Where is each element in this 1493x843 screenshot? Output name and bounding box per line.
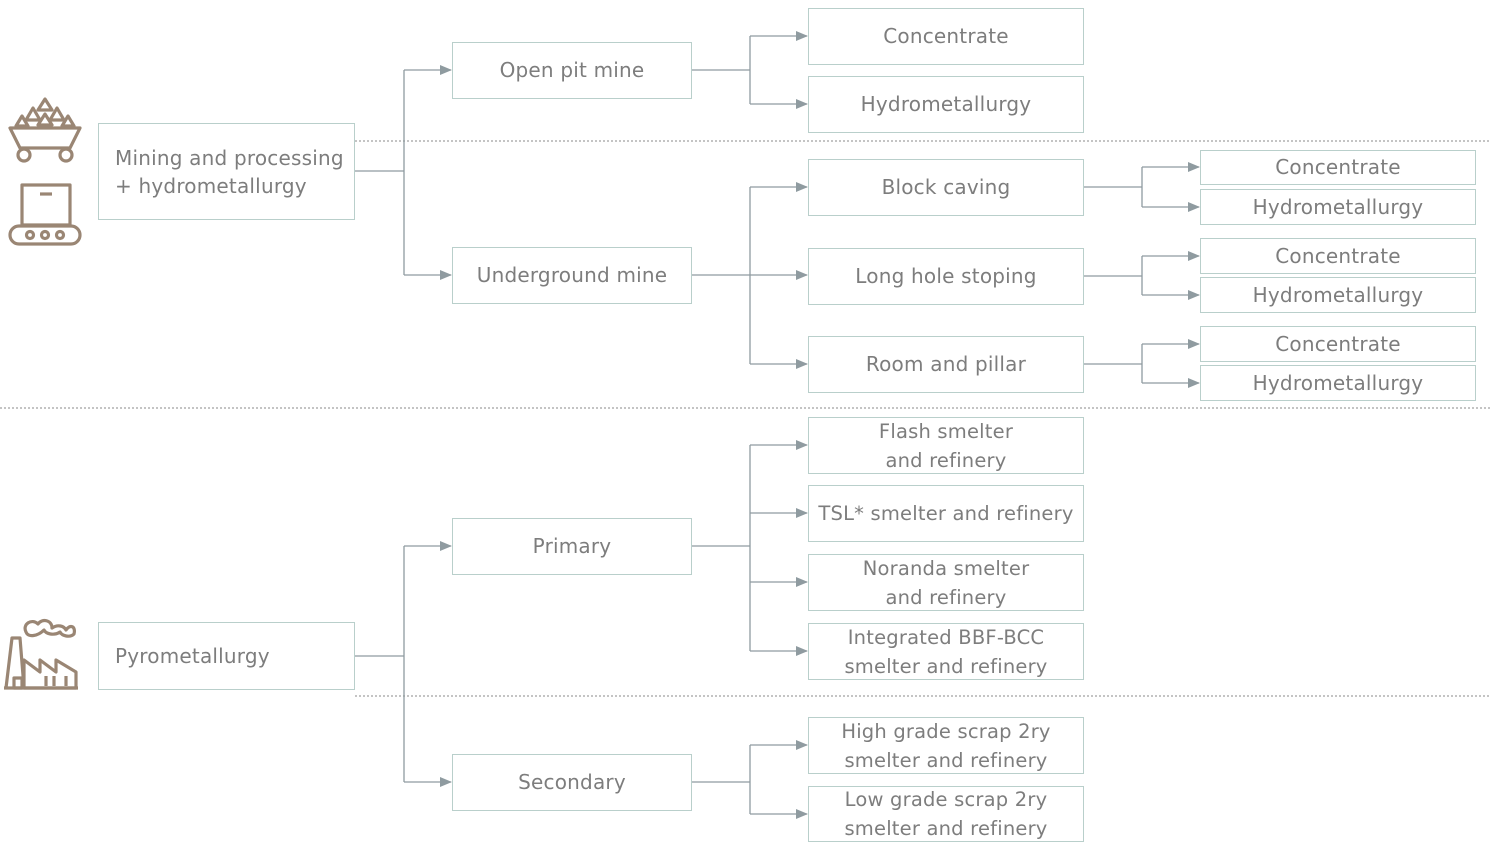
noranda-smelter-box: Noranda smelter and refinery (808, 554, 1084, 611)
concentrate-box: Concentrate (808, 8, 1084, 65)
concentrate-box: Concentrate (1200, 238, 1476, 274)
box-label: Hydrometallurgy (1252, 370, 1424, 395)
box-label: Noranda smelter and refinery (862, 556, 1030, 609)
mining-processing-box: Mining and processing + hydrometallurgy (98, 123, 355, 220)
open-pit-mine-box: Open pit mine (452, 42, 692, 99)
primary-box: Primary (452, 518, 692, 575)
box-label: TSL* smelter and refinery (818, 502, 1074, 525)
box-label: Hydrometallurgy (1252, 282, 1424, 307)
pyrometallurgy-box: Pyrometallurgy (98, 622, 355, 690)
hydrometallurgy-box: Hydrometallurgy (808, 76, 1084, 133)
box-label: Integrated BBF-BCC smelter and refinery (844, 625, 1048, 678)
box-label: Mining and processing + hydrometallurgy (115, 145, 344, 198)
box-label: High grade scrap 2ry smelter and refiner… (841, 719, 1051, 772)
flash-smelter-box: Flash smelter and refinery (808, 417, 1084, 474)
underground-mine-box: Underground mine (452, 247, 692, 304)
block-caving-box: Block caving (808, 159, 1084, 216)
box-label: Primary (532, 534, 612, 558)
box-label: Underground mine (476, 263, 668, 287)
factory-icon (4, 618, 78, 690)
box-label: Concentrate (1275, 331, 1401, 356)
box-label: Hydrometallurgy (1252, 194, 1424, 219)
box-label: Hydrometallurgy (860, 92, 1032, 116)
mining-cart-icon (8, 97, 82, 163)
hydrometallurgy-box: Hydrometallurgy (1200, 189, 1476, 225)
box-label: Block caving (881, 175, 1011, 199)
high-grade-scrap-box: High grade scrap 2ry smelter and refiner… (808, 717, 1084, 774)
secondary-box: Secondary (452, 754, 692, 811)
box-label: Long hole stoping (855, 264, 1037, 288)
box-label: Low grade scrap 2ry smelter and refinery (844, 788, 1048, 840)
box-label: Room and pillar (865, 352, 1027, 376)
box-label: Concentrate (1275, 155, 1401, 179)
tsl-smelter-box: TSL* smelter and refinery (808, 485, 1084, 542)
low-grade-scrap-box: Low grade scrap 2ry smelter and refinery (808, 786, 1084, 842)
box-label: Concentrate (883, 24, 1009, 48)
box-label: Open pit mine (499, 58, 645, 82)
hydrometallurgy-box: Hydrometallurgy (1200, 277, 1476, 313)
concentrate-box: Concentrate (1200, 150, 1476, 185)
box-label: Concentrate (1275, 243, 1401, 268)
concentrate-box: Concentrate (1200, 326, 1476, 362)
hydrometallurgy-box: Hydrometallurgy (1200, 365, 1476, 401)
room-and-pillar-box: Room and pillar (808, 336, 1084, 393)
integrated-bbf-bcc-box: Integrated BBF-BCC smelter and refinery (808, 623, 1084, 680)
box-label: Secondary (518, 770, 626, 794)
box-label: Pyrometallurgy (115, 644, 270, 668)
long-hole-stoping-box: Long hole stoping (808, 248, 1084, 305)
box-label: Flash smelter and refinery (878, 419, 1014, 472)
conveyor-icon (8, 183, 82, 246)
